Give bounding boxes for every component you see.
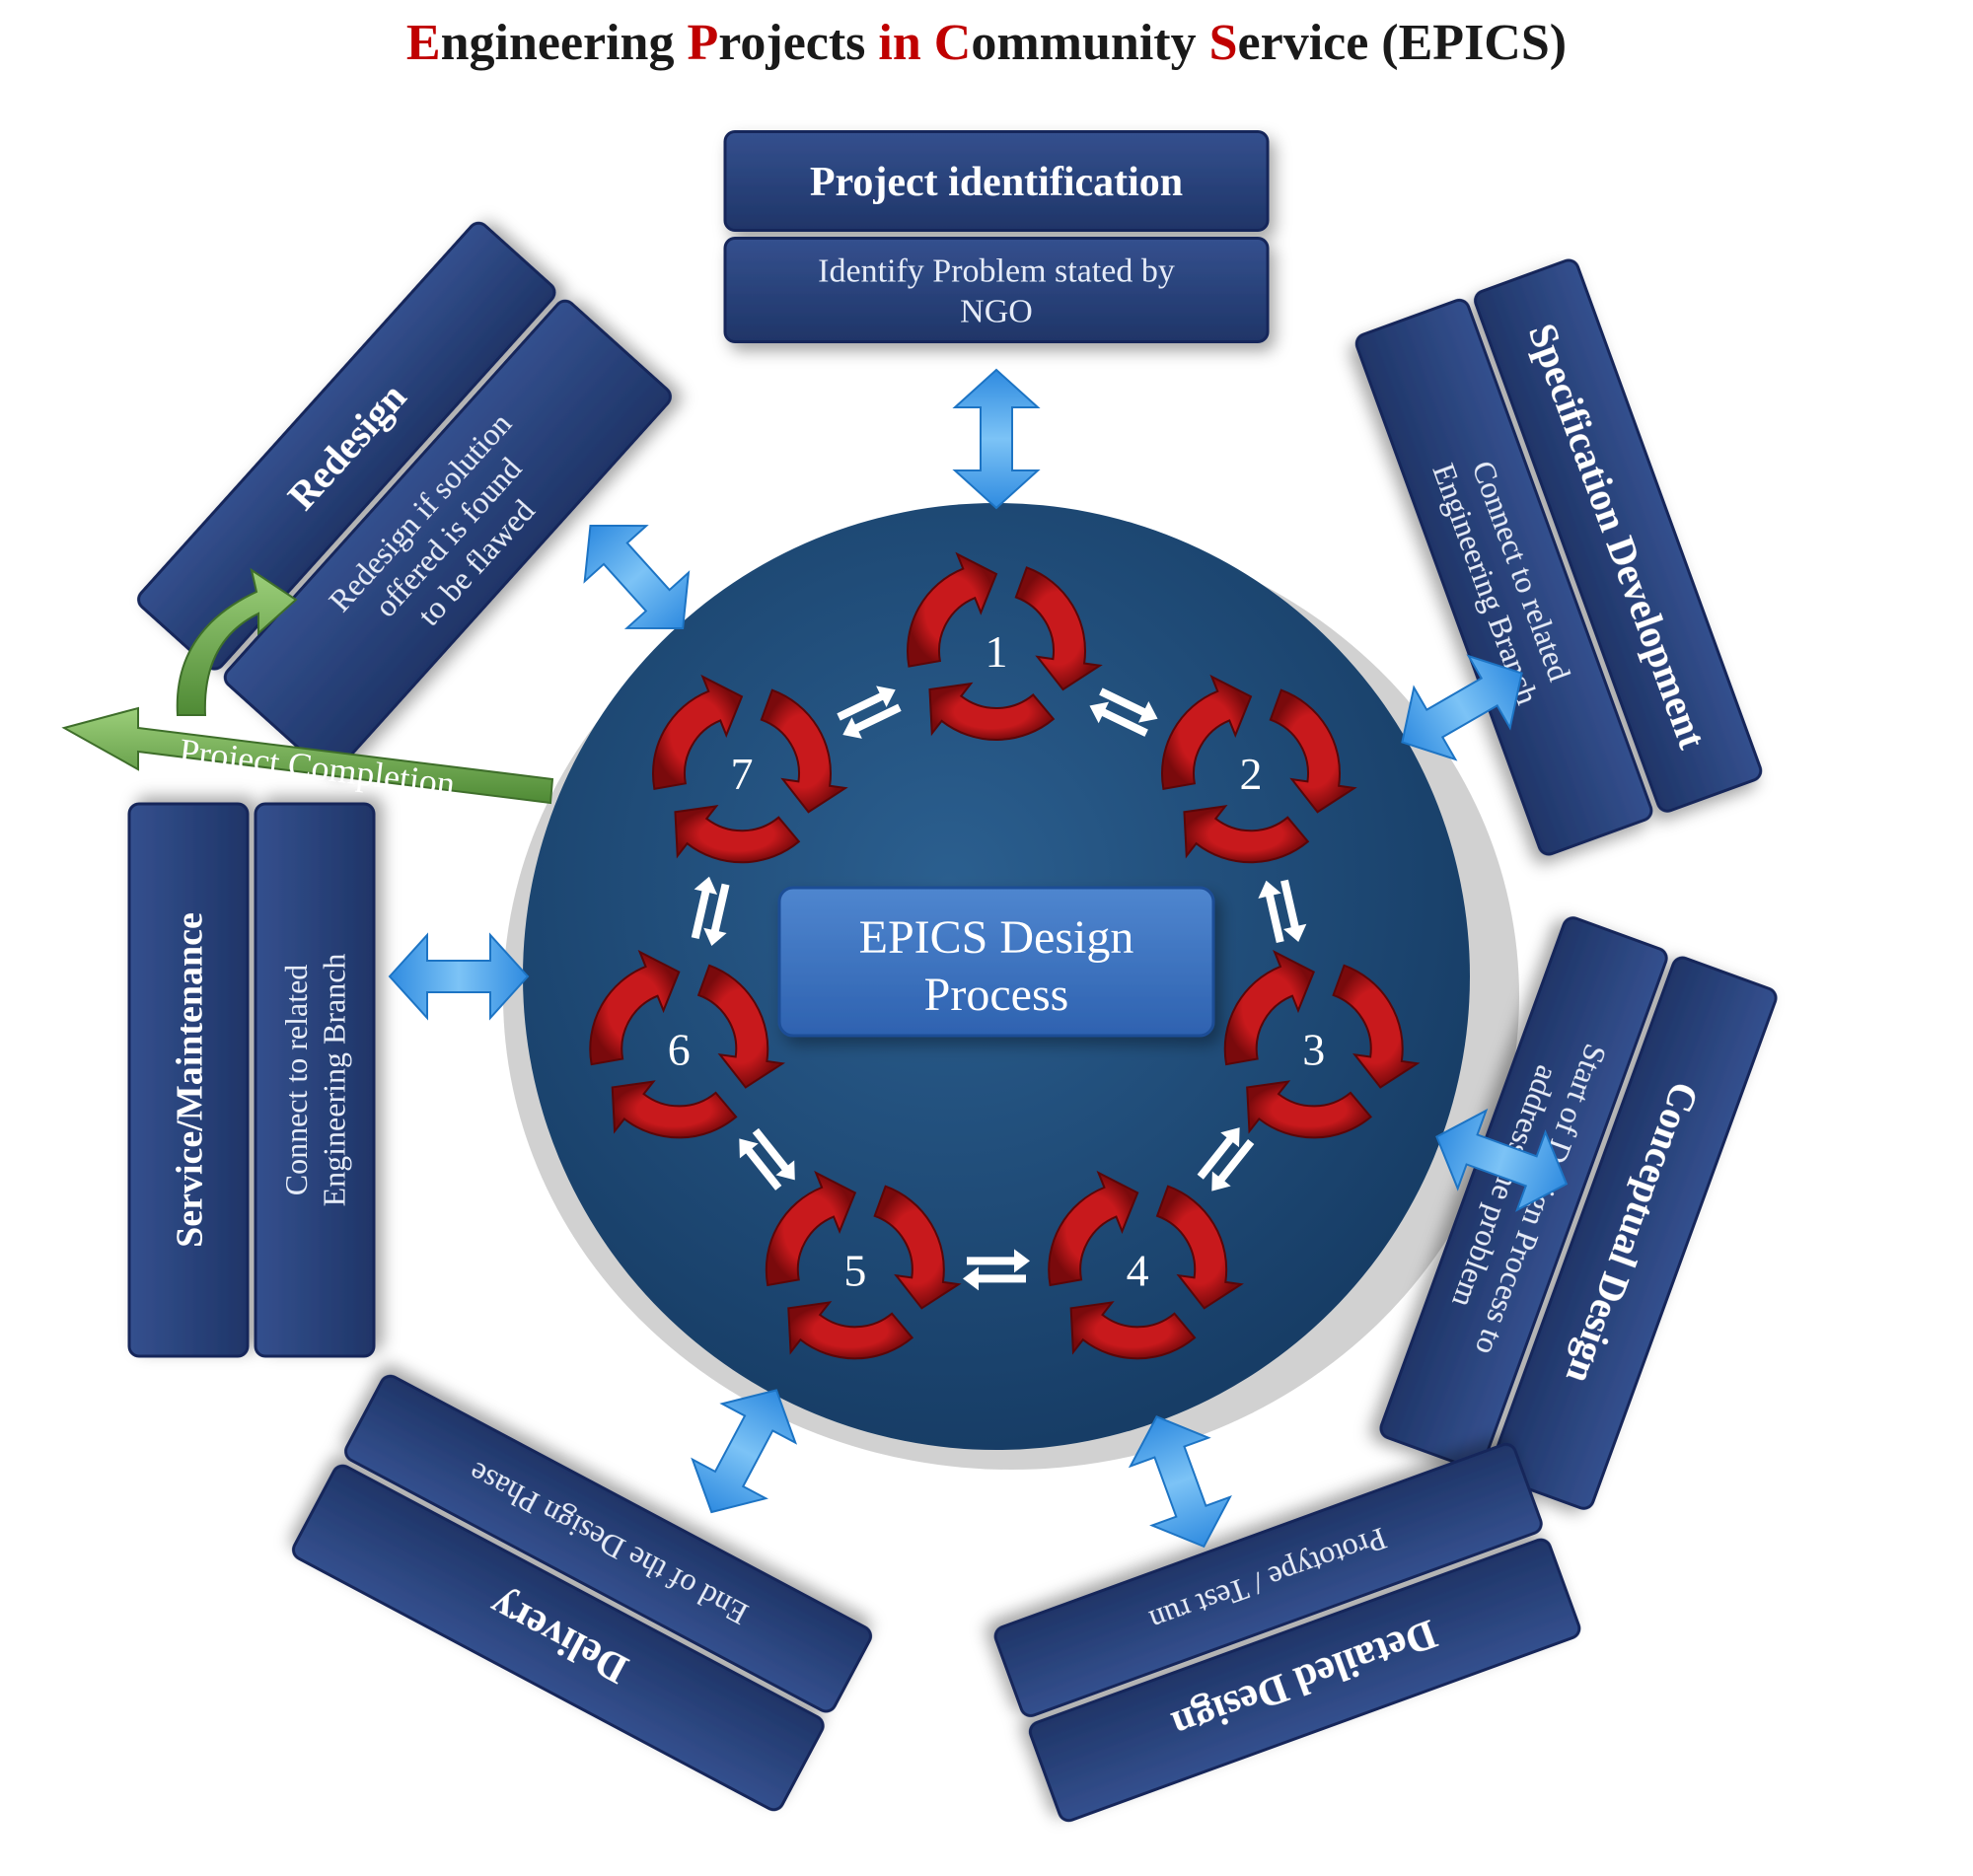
stage-box-title-panel — [723, 130, 1270, 232]
title-part-6: C — [933, 15, 972, 71]
title-part-1: ngineering — [440, 15, 688, 71]
cycle-icon-stage-7: 7 — [651, 674, 848, 864]
stage-box-title-panel — [1474, 258, 1763, 813]
backward-arrow — [967, 1249, 1030, 1273]
forward-arrow — [963, 1266, 1026, 1291]
center-box — [777, 886, 1215, 1038]
stage-number: 2 — [1240, 749, 1263, 799]
cycle-arrow-segment — [1332, 964, 1421, 1089]
cycle-icon-stage-2: 2 — [1161, 674, 1357, 864]
transition-arrows — [837, 685, 902, 739]
cycle-icon-stage-4: 4 — [1048, 1170, 1244, 1360]
title-part-9: ervice (EPICS) — [1237, 15, 1568, 71]
title-part-4: in — [878, 15, 921, 71]
cycle-arrow-segment — [1246, 1080, 1372, 1139]
stage-box-desc-line: Engineering Branch — [316, 954, 351, 1207]
backward-arrow — [1197, 1127, 1240, 1180]
cycle-arrow-segment — [760, 688, 848, 814]
forward-arrow — [1211, 1139, 1255, 1191]
stage-box-title: Project identification — [810, 160, 1183, 205]
stage-box-title-panel — [127, 802, 250, 1358]
cycle-arrow-segment — [589, 950, 681, 1066]
cycle-icon-stage-3: 3 — [1223, 950, 1421, 1139]
connector-arrow-project-identification — [954, 369, 1039, 509]
cycle-arrow-segment — [765, 1170, 857, 1287]
transition-arrows — [1258, 879, 1307, 943]
backward-arrow — [1258, 880, 1284, 943]
stage-number: 3 — [1302, 1024, 1325, 1074]
cycle-icon-stage-6: 6 — [589, 950, 786, 1139]
stage-box-desc-panel — [223, 299, 672, 775]
cycle-icon-stage-5: 5 — [765, 1170, 962, 1360]
cycle-arrow-segment — [1161, 674, 1253, 791]
backward-arrow — [1089, 701, 1148, 737]
cycle-arrow-segment — [873, 1185, 962, 1310]
stage-box-desc-line: NGO — [960, 293, 1033, 329]
transition-arrows — [691, 876, 730, 946]
cycle-arrow-segment — [611, 1080, 738, 1139]
cycle-arrow-segment — [1183, 805, 1310, 864]
stage-number: 1 — [986, 626, 1008, 677]
forward-arrow — [1099, 687, 1158, 723]
forward-arrow — [837, 685, 896, 721]
center-title-line-1: EPICS Design — [859, 911, 1134, 964]
stage-box-title-panel — [1028, 1538, 1581, 1823]
forward-arrow — [1280, 879, 1307, 942]
forward-arrow — [739, 1138, 782, 1191]
transition-arrows — [963, 1249, 1030, 1291]
backward-arrow — [842, 703, 902, 739]
stage-box-title-panel — [291, 1464, 825, 1812]
title-part-3: rojects — [718, 15, 879, 71]
stage-number: 7 — [730, 749, 753, 799]
transition-arrows — [739, 1127, 795, 1191]
stage-number: 5 — [843, 1245, 866, 1295]
title-part-8: S — [1208, 15, 1238, 71]
forward-arrow — [691, 876, 718, 939]
stage-number: 6 — [668, 1024, 691, 1074]
redesign-branch-arrow — [176, 567, 298, 716]
cycle-arrow-segment — [651, 674, 744, 791]
transition-arrows — [1197, 1127, 1255, 1191]
stage-box-desc-panel — [993, 1442, 1543, 1717]
backward-arrow — [703, 883, 730, 946]
cycle-arrow-segment — [1014, 566, 1103, 691]
stage-box-title-panel — [1489, 956, 1778, 1510]
cycle-icon-stage-1: 1 — [907, 551, 1103, 741]
center-title-line-2: Process — [924, 969, 1069, 1021]
stage-number: 4 — [1127, 1245, 1149, 1295]
cycle-arrow-segment — [1223, 950, 1315, 1066]
stage-box-desc-line: Identify Problem stated by — [818, 253, 1175, 290]
cycle-arrow-segment — [1269, 688, 1357, 814]
cycle-arrow-segment — [928, 682, 1056, 741]
title-part-2: P — [687, 15, 719, 71]
backward-arrow — [752, 1127, 795, 1181]
transition-arrows — [1089, 687, 1158, 737]
stage-box-desc-panel — [344, 1374, 873, 1713]
stage-box-desc-line: Connect to related — [278, 965, 314, 1196]
cycle-arrow-segment — [696, 964, 786, 1089]
stage-box-title-panel — [137, 221, 556, 671]
cycle-arrow-segment — [674, 805, 801, 864]
stage-box-desc-panel — [1354, 298, 1653, 856]
title-part-0: E — [405, 15, 441, 71]
cycle-arrow-segment — [787, 1301, 914, 1360]
stage-box-desc-panel — [254, 802, 376, 1358]
stage-box-title: Service/Maintenance — [169, 912, 210, 1248]
cycle-arrow-segment — [1048, 1170, 1139, 1287]
cycle-arrow-segment — [1155, 1185, 1244, 1310]
cycle-arrow-segment — [1069, 1301, 1197, 1360]
stage-box-desc-panel — [723, 237, 1270, 343]
title-part-7: ommunity — [971, 15, 1209, 71]
diagram-title: Engineering Projects in Community Servic… — [0, 14, 1973, 93]
cycle-arrow-segment — [907, 551, 998, 668]
